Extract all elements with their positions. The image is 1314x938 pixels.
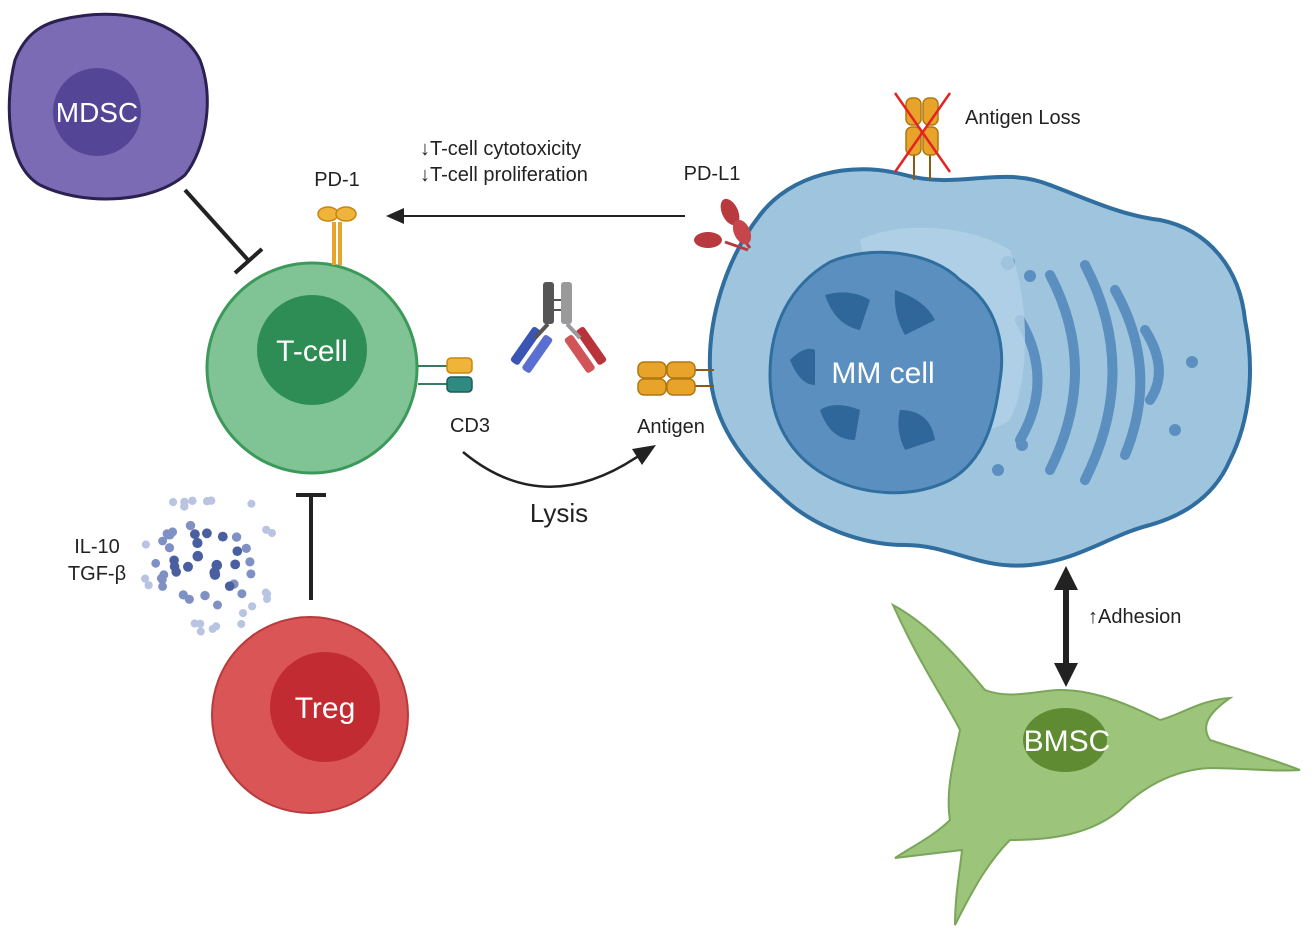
cytokine-dot <box>169 561 180 572</box>
pdl1-to-pd1-arrow <box>386 208 685 224</box>
mdsc-cell: MDSC <box>7 12 209 201</box>
bmsc-cell: BMSC <box>890 602 1301 926</box>
cytokine-dot <box>212 622 221 631</box>
cytokine-dot <box>224 581 235 591</box>
antigen-loss-icon <box>893 92 952 180</box>
cytokine-dot <box>237 589 247 599</box>
cytokine-dot <box>159 570 169 580</box>
bmsc-membrane <box>890 602 1301 926</box>
mdsc-inhibition-arrow <box>183 188 264 275</box>
cytokine-dot <box>196 627 205 636</box>
cytokine-dot <box>202 497 212 506</box>
proliferation-label: ↓T-cell proliferation <box>420 164 588 186</box>
lysis-arrow <box>462 445 656 488</box>
cytokine-dot <box>245 557 255 567</box>
mm-cell: MM cell <box>707 167 1252 568</box>
bmsc-label: BMSC <box>1024 725 1111 758</box>
adhesion-label: ↑Adhesion <box>1088 606 1181 628</box>
cytokine-dot <box>192 550 204 562</box>
treg-cell: Treg <box>211 616 409 814</box>
cytokine-dot <box>190 529 200 540</box>
cytokine-dot <box>248 602 257 611</box>
cytokine-dot <box>192 537 203 549</box>
tgfb-label: TGF-β <box>68 563 126 585</box>
cytokine-dot <box>141 540 150 549</box>
mm-cell-label: MM cell <box>831 357 934 390</box>
cytokine-dot <box>247 499 256 508</box>
pdl1-ligand-icon <box>694 198 752 252</box>
cytokine-dot <box>185 520 196 531</box>
cytokine-dot <box>180 497 189 507</box>
cytokine-dot <box>200 590 210 601</box>
cytokine-dot <box>237 620 246 628</box>
t-cell-nucleus <box>257 295 367 405</box>
cytokine-dot <box>183 561 193 572</box>
cytokine-dot <box>231 532 242 542</box>
cytokine-dot <box>144 581 153 590</box>
treg-label: Treg <box>295 692 356 725</box>
cytokine-dots-icon <box>141 496 276 636</box>
antigen-loss-label: Antigen Loss <box>965 107 1081 129</box>
cd3-receptor-icon <box>418 357 473 393</box>
cytokine-dot <box>241 543 251 554</box>
cd3-label: CD3 <box>450 415 490 437</box>
bispecific-antibody-icon <box>510 282 607 373</box>
antigen-receptor-icon <box>637 361 714 396</box>
cytokine-dot <box>230 559 241 570</box>
cytokine-dot <box>141 574 150 583</box>
cytokine-dot <box>232 546 243 556</box>
cytokine-dot <box>213 600 222 610</box>
cytokine-dot <box>196 619 205 628</box>
mdsc-label: MDSC <box>56 97 138 128</box>
cytokine-dot <box>151 558 161 568</box>
pd1-receptor-icon <box>317 206 357 265</box>
cytotoxicity-label: ↓T-cell cytotoxicity <box>420 138 581 160</box>
cytokine-dot <box>188 496 197 505</box>
pdl1-label: PD-L1 <box>684 163 741 185</box>
cytokine-dot <box>246 569 256 579</box>
endoplasmic-reticulum-icon <box>1015 260 1164 485</box>
cytokine-dot <box>162 529 172 539</box>
cytokine-dot <box>238 609 248 618</box>
cytokine-dot <box>217 531 228 542</box>
cytokine-dot <box>158 582 168 591</box>
mm-cell-nucleus <box>768 250 1004 495</box>
cytokine-dot <box>184 594 194 604</box>
lysis-label: Lysis <box>530 498 588 528</box>
antigen-label: Antigen <box>637 416 705 438</box>
cytokine-dot <box>169 498 178 507</box>
cytokine-dot <box>158 536 168 546</box>
cytokine-dot <box>164 543 175 553</box>
il10-label: IL-10 <box>74 536 120 558</box>
adhesion-double-arrow <box>1054 566 1078 687</box>
t-cell: T-cell <box>205 261 419 475</box>
cytokine-dot <box>202 528 212 539</box>
cytokine-dot <box>263 595 271 603</box>
t-cell-label: T-cell <box>276 335 348 368</box>
mdsc-nucleus <box>53 68 141 156</box>
cytokine-dot <box>262 525 271 534</box>
bmsc-nucleus <box>1023 708 1107 772</box>
cytokine-dot <box>211 559 223 571</box>
treg-inhibition-arrow <box>296 493 326 600</box>
pd1-label: PD-1 <box>314 169 360 191</box>
treg-nucleus <box>270 652 380 762</box>
